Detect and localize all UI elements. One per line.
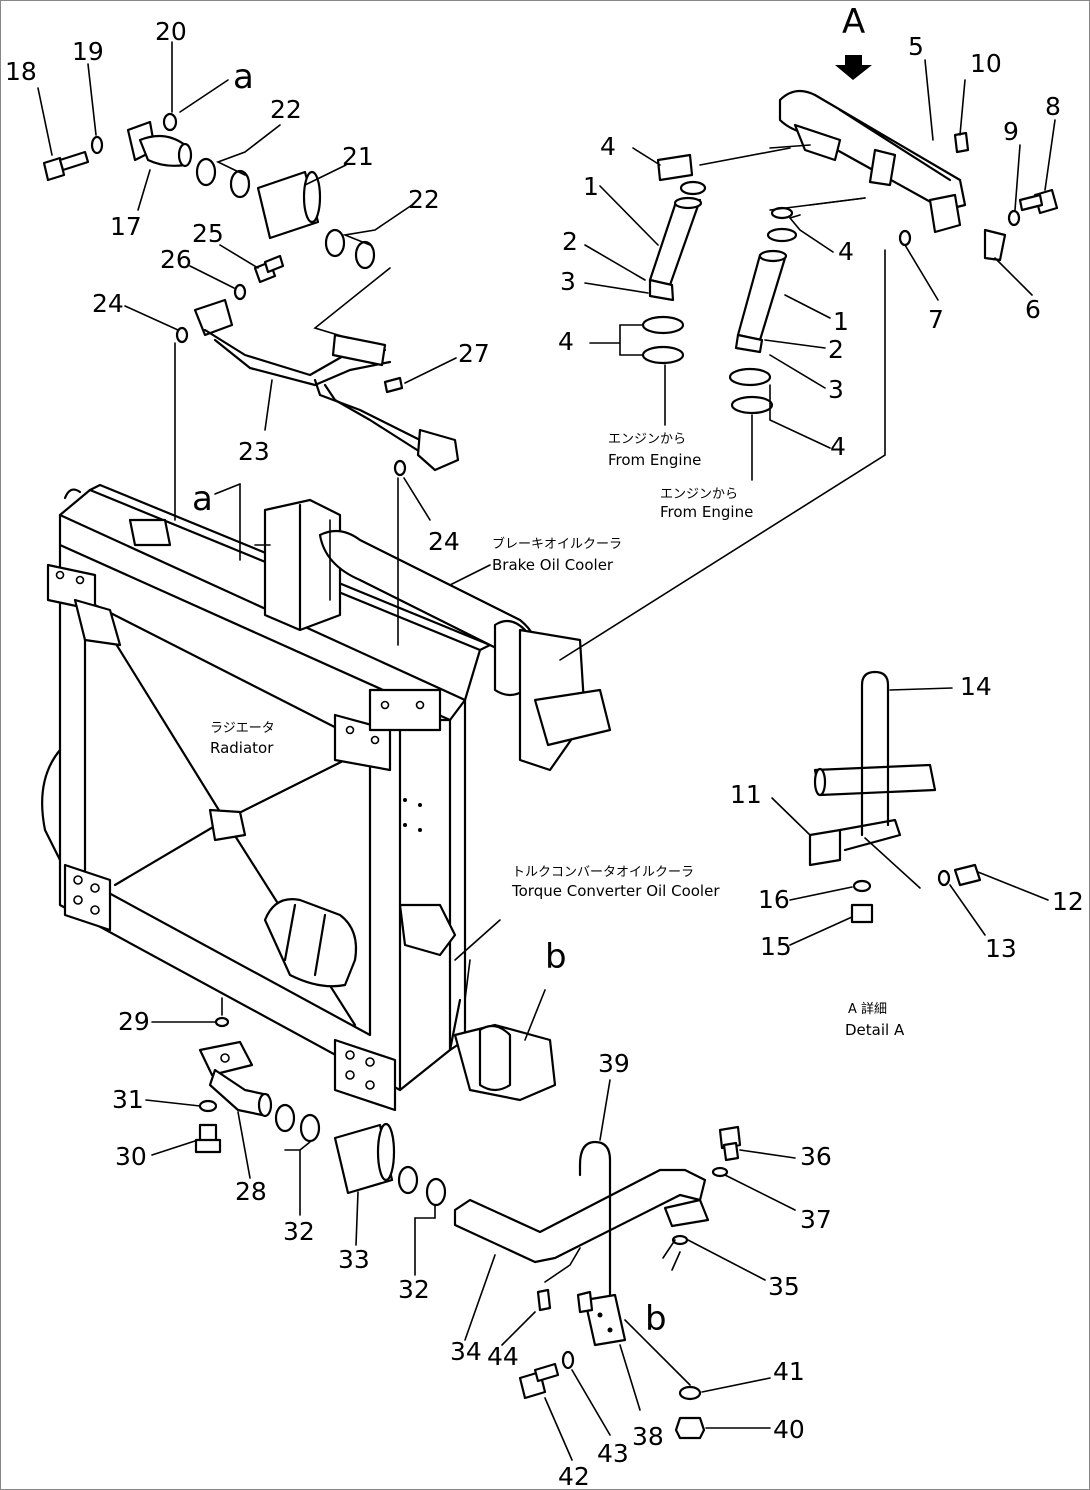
from-engine-label-jp: エンジンから [608, 432, 686, 447]
lower-hose-group [194, 1016, 742, 1440]
callout-23: 23 [238, 437, 270, 466]
callout-4: 4 [558, 327, 574, 356]
detail-a-label-jp: A 詳細 [848, 1001, 887, 1017]
callout-28: 28 [235, 1177, 267, 1206]
upper-right-pipe-group [641, 55, 1059, 415]
callout-15: 15 [760, 932, 792, 961]
detail-a-label: Detail A [845, 1021, 905, 1039]
callout-10: 10 [970, 49, 1002, 78]
callout-2: 2 [828, 335, 844, 364]
callout-24: 24 [428, 527, 460, 556]
callout-4: 4 [600, 132, 616, 161]
callout-34: 34 [450, 1337, 482, 1366]
callout-43: 43 [597, 1439, 629, 1468]
callout-37: 37 [800, 1205, 832, 1234]
callout-5: 5 [908, 32, 924, 61]
callout-12: 12 [1052, 887, 1084, 916]
view-arrow-label-a: A [842, 2, 865, 42]
callout-11: 11 [730, 780, 762, 809]
reference-letters: A a a b b [192, 2, 865, 1339]
callout-22: 22 [270, 95, 302, 124]
radiator-label-jp: ラジエータ [210, 721, 275, 736]
callout-2: 2 [562, 227, 578, 256]
callout-18: 18 [5, 57, 37, 86]
callout-32: 32 [283, 1217, 315, 1246]
connection-mark-a: a [192, 479, 213, 519]
callout-1: 1 [583, 172, 599, 201]
callout-8: 8 [1045, 92, 1061, 121]
callout-35: 35 [768, 1272, 800, 1301]
brake-oil-cooler-label: Brake Oil Cooler [492, 556, 614, 574]
callout-39: 39 [598, 1049, 630, 1078]
callout-4: 4 [830, 432, 846, 461]
from-engine-label: From Engine [660, 503, 753, 521]
callout-22: 22 [408, 185, 440, 214]
callout-14: 14 [960, 672, 992, 701]
callout-20: 20 [155, 17, 187, 46]
callout-30: 30 [115, 1142, 147, 1171]
leader-lines [37, 41, 1056, 1461]
callout-33: 33 [338, 1245, 370, 1274]
callout-19: 19 [72, 37, 104, 66]
connection-mark-b: b [645, 1299, 667, 1339]
callout-numbers: 18 19 20 22 21 22 17 25 26 24 27 23 24 4… [5, 17, 1084, 1490]
radiator-label: Radiator [210, 739, 274, 757]
callout-17: 17 [110, 212, 142, 241]
callout-3: 3 [560, 267, 576, 296]
callout-42: 42 [558, 1462, 590, 1490]
from-engine-label: From Engine [608, 451, 701, 469]
torque-converter-label-jp: トルクコンバータオイルクーラ [512, 865, 694, 880]
callout-16: 16 [758, 885, 790, 914]
callout-21: 21 [342, 142, 374, 171]
callout-36: 36 [800, 1142, 832, 1171]
callout-9: 9 [1003, 117, 1019, 146]
detail-a-bracket [808, 670, 982, 924]
from-engine-label-jp: エンジンから [660, 487, 738, 502]
callout-41: 41 [773, 1357, 805, 1386]
component-labels: エンジンから From Engine エンジンから From Engine ブレ… [210, 432, 905, 1039]
radiator-assembly [41, 483, 492, 1112]
brake-oil-cooler [254, 498, 612, 772]
connection-mark-b: b [545, 937, 567, 977]
callout-13: 13 [985, 934, 1017, 963]
torque-converter-oil-cooler [448, 998, 557, 1102]
callout-38: 38 [632, 1422, 664, 1451]
callout-27: 27 [458, 339, 490, 368]
callout-4: 4 [838, 237, 854, 266]
upper-left-hose-group [42, 112, 460, 477]
callout-24: 24 [92, 289, 124, 318]
callout-7: 7 [928, 305, 944, 334]
callout-31: 31 [112, 1085, 144, 1114]
callout-40: 40 [773, 1415, 805, 1444]
callout-32: 32 [398, 1275, 430, 1304]
callout-1: 1 [833, 307, 849, 336]
callout-44: 44 [487, 1342, 519, 1371]
torque-converter-label: Torque Converter Oil Cooler [511, 882, 720, 900]
callout-25: 25 [192, 219, 224, 248]
callout-29: 29 [118, 1007, 150, 1036]
callout-6: 6 [1025, 295, 1041, 324]
brake-oil-cooler-label-jp: ブレーキオイルクーラ [492, 536, 622, 552]
callout-26: 26 [160, 245, 192, 274]
callout-3: 3 [828, 375, 844, 404]
connection-mark-a: a [233, 57, 254, 97]
